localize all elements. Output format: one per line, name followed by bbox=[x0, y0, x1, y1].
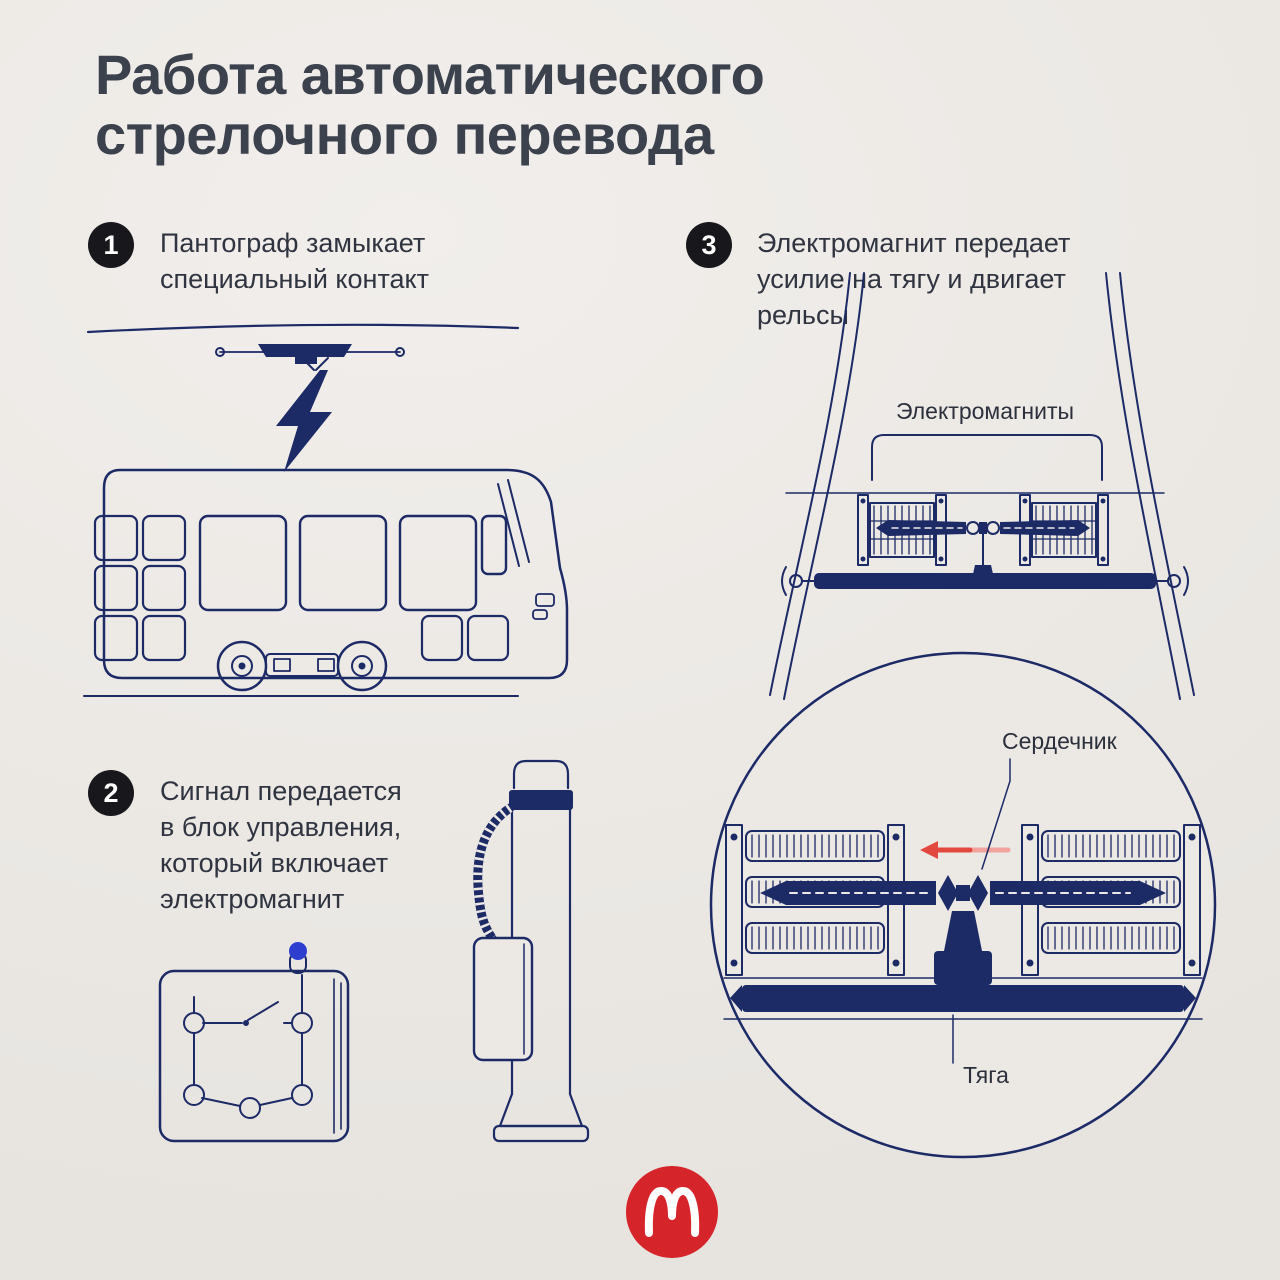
connector-box bbox=[472, 936, 534, 1062]
side-panels bbox=[420, 614, 510, 662]
motion-arrow bbox=[920, 841, 1011, 859]
rear-panels bbox=[93, 514, 187, 662]
post-band bbox=[509, 790, 573, 810]
label-bracket bbox=[871, 434, 1103, 481]
wheels bbox=[216, 640, 388, 692]
core-label: Сердечник bbox=[1002, 728, 1117, 754]
control-box bbox=[158, 969, 350, 1143]
post-flare bbox=[498, 1092, 584, 1128]
tram-pantograph-illustration bbox=[83, 323, 569, 697]
windows bbox=[198, 514, 508, 612]
switch-rails bbox=[769, 272, 1195, 700]
pantograph bbox=[276, 357, 332, 472]
headlights bbox=[532, 593, 555, 620]
step-2-badge: 2 bbox=[88, 770, 134, 816]
magnet-post-illustration bbox=[472, 759, 590, 1143]
tie-bar-top bbox=[781, 533, 1189, 596]
step-1-badge: 1 bbox=[88, 222, 134, 268]
special-contact bbox=[215, 344, 405, 364]
core-rod-top bbox=[876, 520, 1090, 536]
zoom-drive-bar bbox=[723, 911, 1203, 1020]
switch-mechanism-diagram bbox=[709, 272, 1217, 1159]
post-cap bbox=[512, 759, 570, 790]
rod-label: Тяга bbox=[963, 1062, 1009, 1088]
signal-led bbox=[289, 942, 307, 960]
page-title: Работа автоматического стрелочного перев… bbox=[95, 43, 765, 166]
core-label-pointer bbox=[981, 758, 1011, 870]
step-3-badge: 3 bbox=[686, 222, 732, 268]
step-3-number: 3 bbox=[701, 229, 717, 260]
electromagnets-label: Электромагниты bbox=[895, 398, 1075, 424]
zoom-core-rod bbox=[760, 875, 1166, 911]
post-base bbox=[492, 1124, 590, 1143]
circuit-diagram bbox=[183, 974, 313, 1119]
moscow-transport-logo-icon bbox=[626, 1166, 718, 1258]
tram-body bbox=[102, 468, 569, 680]
step-1-text: Пантограф замыкает специальный контакт bbox=[160, 228, 430, 294]
control-unit-illustration bbox=[158, 942, 350, 1143]
step-1-number: 1 bbox=[103, 229, 119, 260]
overhead-wire bbox=[86, 323, 520, 334]
magnifier-circle bbox=[709, 651, 1217, 1159]
step-2-text: Сигнал передается в блок управления, кот… bbox=[160, 776, 402, 914]
step-3-text: Электромагнит передает усилие на тягу и … bbox=[757, 228, 1071, 330]
step-2-number: 2 bbox=[103, 777, 119, 808]
windshield bbox=[497, 479, 530, 567]
